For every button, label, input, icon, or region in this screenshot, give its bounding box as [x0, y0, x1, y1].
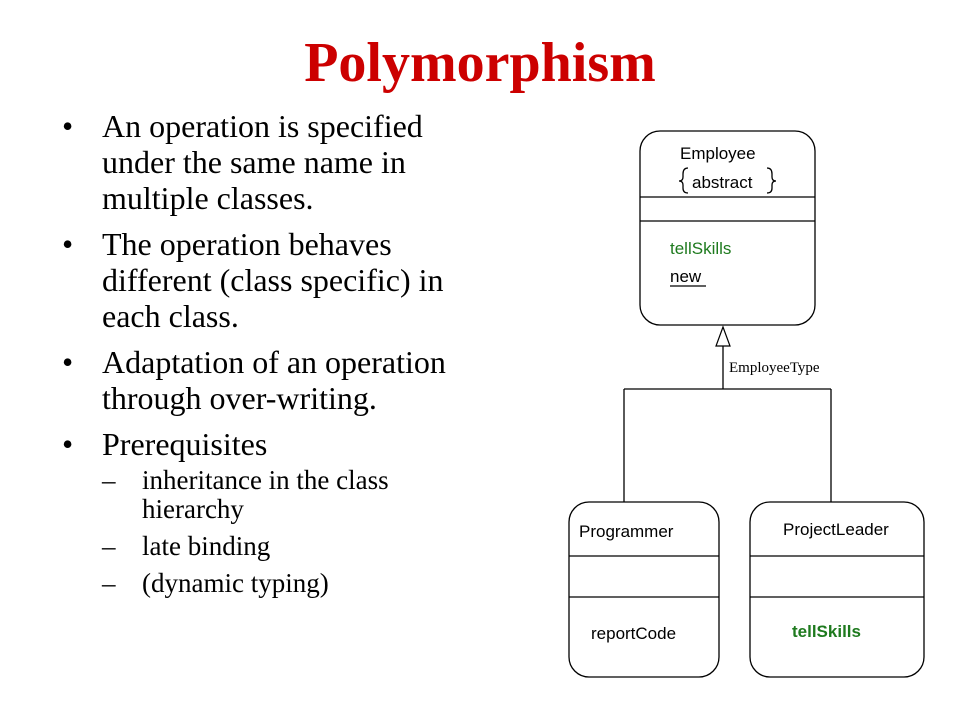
projectleader-class: ProjectLeader tellSkills — [749, 501, 925, 678]
bullet-icon: • — [62, 226, 74, 262]
brace-left-icon — [678, 167, 689, 194]
bullet-icon: • — [62, 344, 74, 380]
projectleader-class-box — [749, 501, 925, 678]
sub-item: – inheritance in the class hierarchy — [102, 466, 482, 524]
generalization-arrow: EmployeeType — [623, 325, 832, 502]
generalization-label: EmployeeType — [729, 360, 820, 376]
programmer-class-name: Programmer — [579, 522, 674, 541]
employee-method-new: new — [670, 267, 702, 286]
prerequisites-list: – inheritance in the class hierarchy – l… — [102, 466, 482, 598]
sub-item-text: late binding — [142, 531, 271, 561]
bullet-icon: • — [62, 108, 74, 144]
projectleader-class-name: ProjectLeader — [783, 520, 889, 539]
bullet-text: Prerequisites — [102, 426, 268, 462]
sub-item-text: (dynamic typing) — [142, 568, 329, 598]
sub-item-text: inheritance in the class hierarchy — [142, 465, 389, 524]
bullet-text: Adaptation of an operation through over-… — [102, 344, 446, 416]
slide-title: Polymorphism — [304, 32, 656, 94]
employee-stereotype: abstract — [692, 173, 753, 192]
bullet-item: • An operation is specified under the sa… — [62, 108, 482, 216]
programmer-class-box — [568, 501, 720, 678]
employee-class-name: Employee — [680, 144, 756, 163]
bullet-item: • Adaptation of an operation through ove… — [62, 344, 482, 416]
programmer-method-reportcode: reportCode — [591, 624, 676, 643]
dash-icon: – — [102, 531, 116, 561]
sub-item: – (dynamic typing) — [102, 569, 482, 598]
bullet-text: An operation is specified under the same… — [102, 108, 423, 216]
bullet-text: The operation behaves different (class s… — [102, 226, 444, 334]
dash-icon: – — [102, 465, 116, 495]
employee-method-tellskills: tellSkills — [670, 239, 731, 258]
inheritance-triangle-icon — [715, 325, 731, 347]
bullet-icon: • — [62, 426, 74, 462]
programmer-class: Programmer reportCode — [568, 501, 720, 678]
dash-icon: – — [102, 568, 116, 598]
brace-right-icon — [766, 167, 777, 194]
bullet-item: • The operation behaves different (class… — [62, 226, 482, 334]
employee-class-box — [639, 130, 816, 326]
projectleader-method-tellskills: tellSkills — [792, 622, 861, 641]
sub-item: – late binding — [102, 532, 482, 561]
employee-class: Employee abstract tellSkills new — [639, 130, 816, 326]
bullet-list: • An operation is specified under the sa… — [62, 108, 482, 608]
bullet-item: • Prerequisites – inheritance in the cla… — [62, 426, 482, 598]
